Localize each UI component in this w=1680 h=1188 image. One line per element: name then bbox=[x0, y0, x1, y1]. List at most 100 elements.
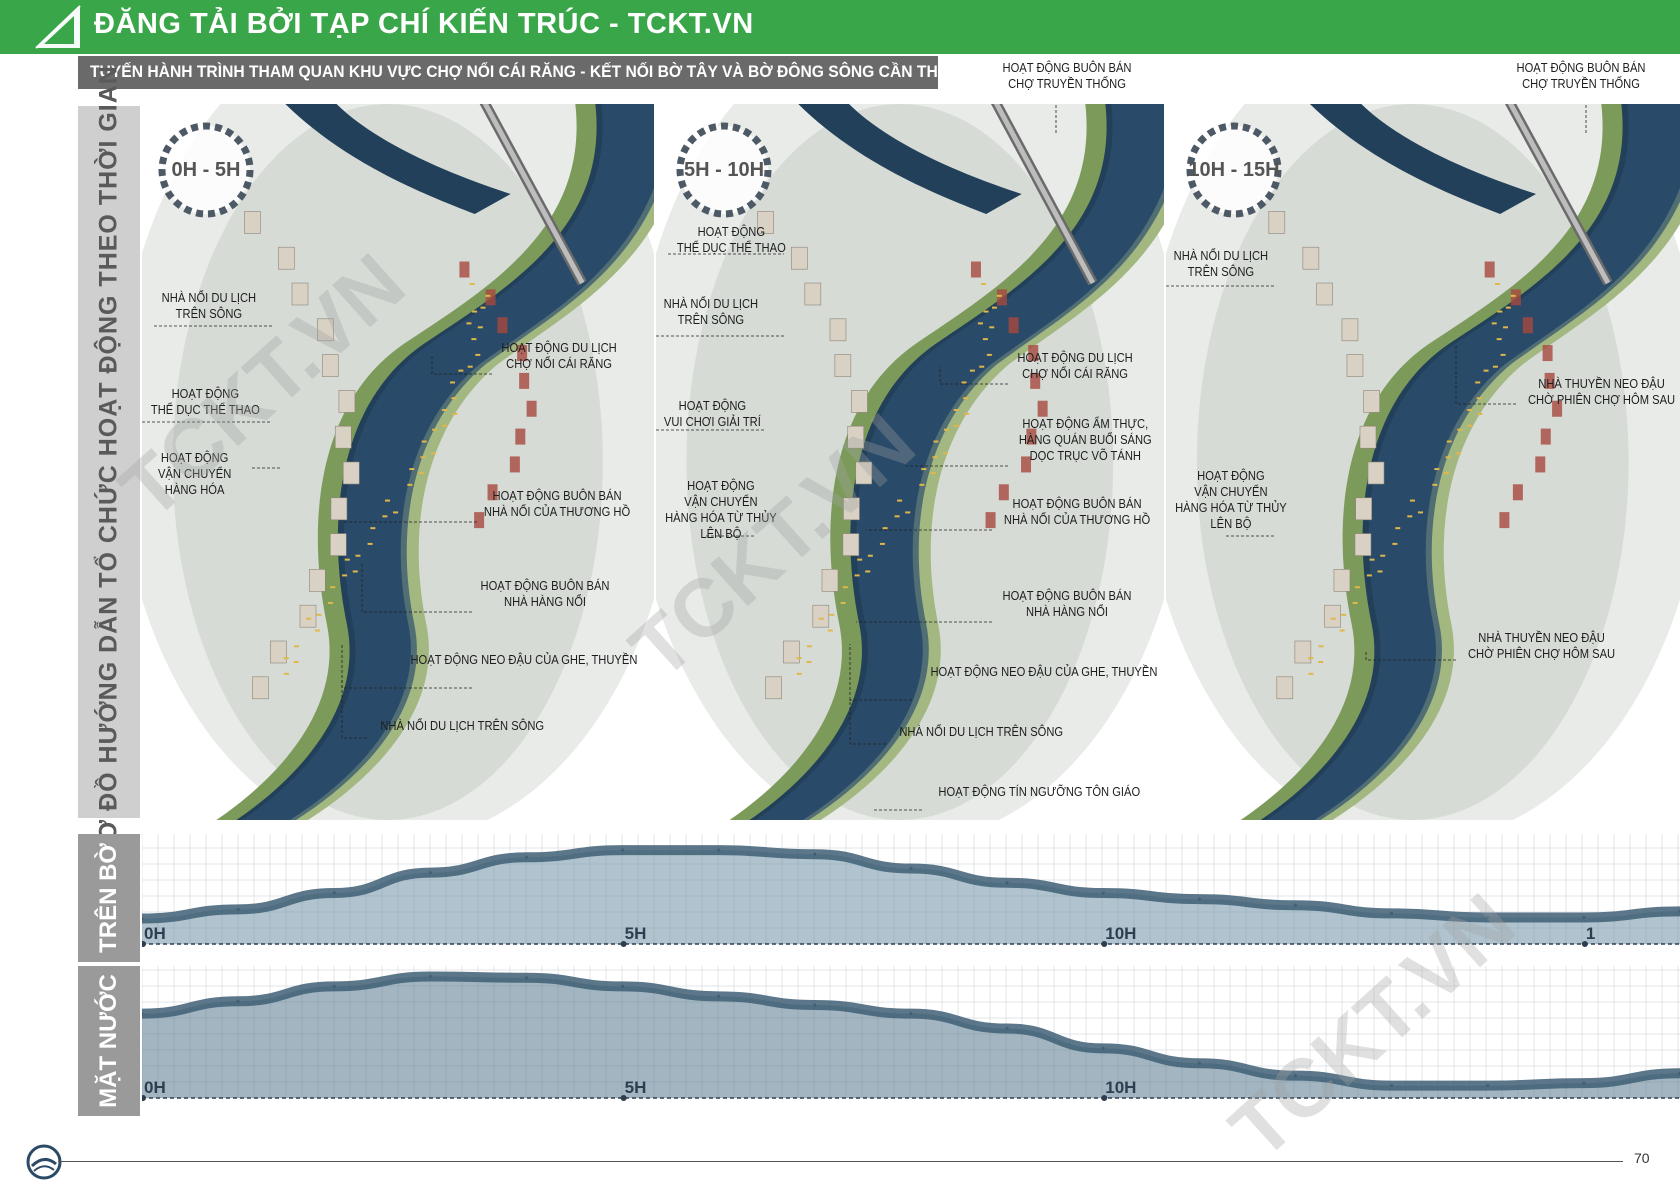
time-period-badge: 10H - 15H bbox=[1182, 118, 1286, 222]
x-tick-label: 5H bbox=[624, 1078, 647, 1097]
x-tick-mark bbox=[1101, 1095, 1108, 1101]
chart-ylabel-tren-bo: TRÊN BỜ bbox=[95, 843, 122, 953]
side-title-bar: SƠ ĐỒ HƯỚNG DẪN TỔ CHỨC HOẠT ĐỘNG THEO T… bbox=[78, 65, 140, 859]
data-point bbox=[813, 1003, 817, 1007]
data-point bbox=[1005, 881, 1009, 885]
time-period-label: 10H - 15H bbox=[1188, 159, 1280, 181]
x-tick-label: 10H bbox=[1105, 1078, 1137, 1097]
data-point bbox=[1486, 915, 1490, 919]
data-point bbox=[1582, 1081, 1586, 1085]
x-tick-label: 1 bbox=[1585, 924, 1596, 943]
data-point bbox=[1005, 1027, 1009, 1031]
x-tick-mark bbox=[1101, 941, 1108, 947]
data-point bbox=[813, 852, 817, 856]
site-map-illustration bbox=[1166, 104, 1680, 820]
time-period-badge: 0H - 5H bbox=[154, 118, 258, 222]
data-point bbox=[1486, 1084, 1490, 1088]
chart-ylabel-mat-nuoc: MẶT NƯỚC bbox=[95, 974, 122, 1108]
activity-label: HOẠT ĐỘNG TÍN NGƯỠNG TÔN GIÁO bbox=[938, 784, 1141, 799]
x-tick-mark bbox=[620, 941, 627, 947]
page-title: ĐĂNG TẢI BỞI TẠP CHÍ KIẾN TRÚC - TCKT.VN bbox=[94, 8, 754, 40]
data-point bbox=[428, 974, 432, 978]
footer-logo-icon bbox=[26, 1144, 62, 1180]
data-point bbox=[1390, 1084, 1394, 1088]
x-tick-label: 5H bbox=[624, 924, 647, 943]
subtitle: TUYẾN HÀNH TRÌNH THAM QUAN KHU VỰC CHỢ N… bbox=[90, 62, 952, 81]
area-chart-mat-nuoc: 0H 5H 10H bbox=[142, 966, 1680, 1118]
time-period-badge: 5H - 10H bbox=[672, 118, 776, 222]
side-title: SƠ ĐỒ HƯỚNG DẪN TỔ CHỨC HOẠT ĐỘNG THEO T… bbox=[94, 65, 123, 859]
site-map-illustration bbox=[142, 104, 654, 820]
data-point bbox=[428, 871, 432, 875]
subtitle-bar: TUYẾN HÀNH TRÌNH THAM QUAN KHU VỰC CHỢ N… bbox=[78, 56, 951, 89]
x-tick-mark bbox=[1581, 941, 1588, 947]
dashed-ring-icon bbox=[676, 122, 772, 218]
data-point bbox=[1101, 1046, 1105, 1050]
area-chart-svg bbox=[142, 834, 1680, 947]
x-tick-mark bbox=[142, 1095, 146, 1101]
header-bar: ĐĂNG TẢI BỞI TẠP CHÍ KIẾN TRÚC - TCKT.VN bbox=[0, 0, 1680, 54]
chart-label-mat-nuoc: MẶT NƯỚC bbox=[78, 966, 140, 1116]
data-point bbox=[621, 984, 625, 988]
data-point bbox=[142, 1012, 144, 1016]
dashed-ring-icon bbox=[158, 122, 254, 218]
data-point bbox=[1294, 1074, 1297, 1078]
activity-label: HOẠT ĐỘNG NEO ĐẬU CỦA GHE, THUYỀN bbox=[410, 652, 638, 667]
data-point bbox=[236, 907, 240, 911]
data-point bbox=[621, 848, 625, 852]
x-tick-mark bbox=[142, 941, 146, 947]
time-period-label: 0H - 5H bbox=[171, 159, 241, 181]
activity-label: NHÀ NỔI DU LỊCH TRÊN SÔNG bbox=[899, 724, 1064, 739]
activity-label: NHÀ NỔI DU LỊCH TRÊN SÔNG bbox=[380, 718, 545, 733]
tckt-logo-icon bbox=[35, 5, 81, 49]
data-point bbox=[1101, 891, 1105, 895]
data-point bbox=[332, 984, 336, 988]
area-series-fill bbox=[142, 976, 1680, 1098]
area-chart-svg bbox=[142, 966, 1680, 1101]
area-series-fill bbox=[142, 850, 1680, 944]
data-point bbox=[1390, 911, 1394, 915]
activity-label: HOẠT ĐỘNG NEO ĐẬU CỦA GHE, THUYỀN bbox=[930, 664, 1158, 679]
data-point bbox=[1197, 897, 1201, 901]
data-point bbox=[525, 976, 528, 980]
data-point bbox=[236, 999, 240, 1003]
site-map-illustration bbox=[656, 104, 1164, 820]
footer-divider bbox=[58, 1161, 1623, 1162]
data-point bbox=[332, 891, 336, 895]
data-point bbox=[1294, 903, 1297, 907]
data-point bbox=[1582, 915, 1586, 919]
time-period-label: 5H - 10H bbox=[683, 159, 765, 181]
data-point bbox=[525, 855, 528, 859]
area-chart-tren-bo: 0H 5H 10H 1 bbox=[142, 834, 1680, 964]
x-tick-label: 0H bbox=[144, 924, 166, 943]
data-point bbox=[717, 994, 721, 998]
data-point bbox=[909, 867, 913, 871]
data-point bbox=[142, 917, 144, 920]
x-tick-label: 0H bbox=[144, 1078, 166, 1097]
data-point bbox=[1197, 1061, 1201, 1065]
data-point bbox=[717, 848, 721, 852]
x-tick-mark bbox=[620, 1095, 627, 1101]
x-tick-label: 10H bbox=[1105, 924, 1137, 943]
data-point bbox=[909, 1012, 913, 1016]
